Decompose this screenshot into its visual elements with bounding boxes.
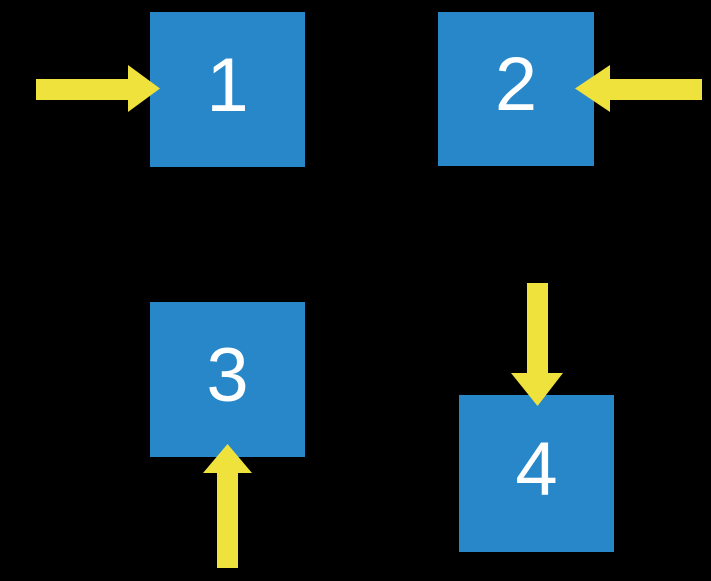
square-1: 1	[150, 12, 305, 167]
square-2: 2	[438, 12, 594, 166]
square-4-label: 4	[515, 426, 558, 512]
left-arrow-icon	[575, 65, 702, 112]
down-arrow-icon	[511, 283, 563, 406]
square-1-label: 1	[206, 42, 249, 128]
right-arrow-icon	[36, 65, 160, 112]
up-arrow-icon	[203, 444, 252, 568]
square-3: 3	[150, 302, 305, 457]
square-4: 4	[459, 395, 614, 552]
square-3-label: 3	[206, 332, 249, 418]
square-2-label: 2	[494, 42, 538, 127]
